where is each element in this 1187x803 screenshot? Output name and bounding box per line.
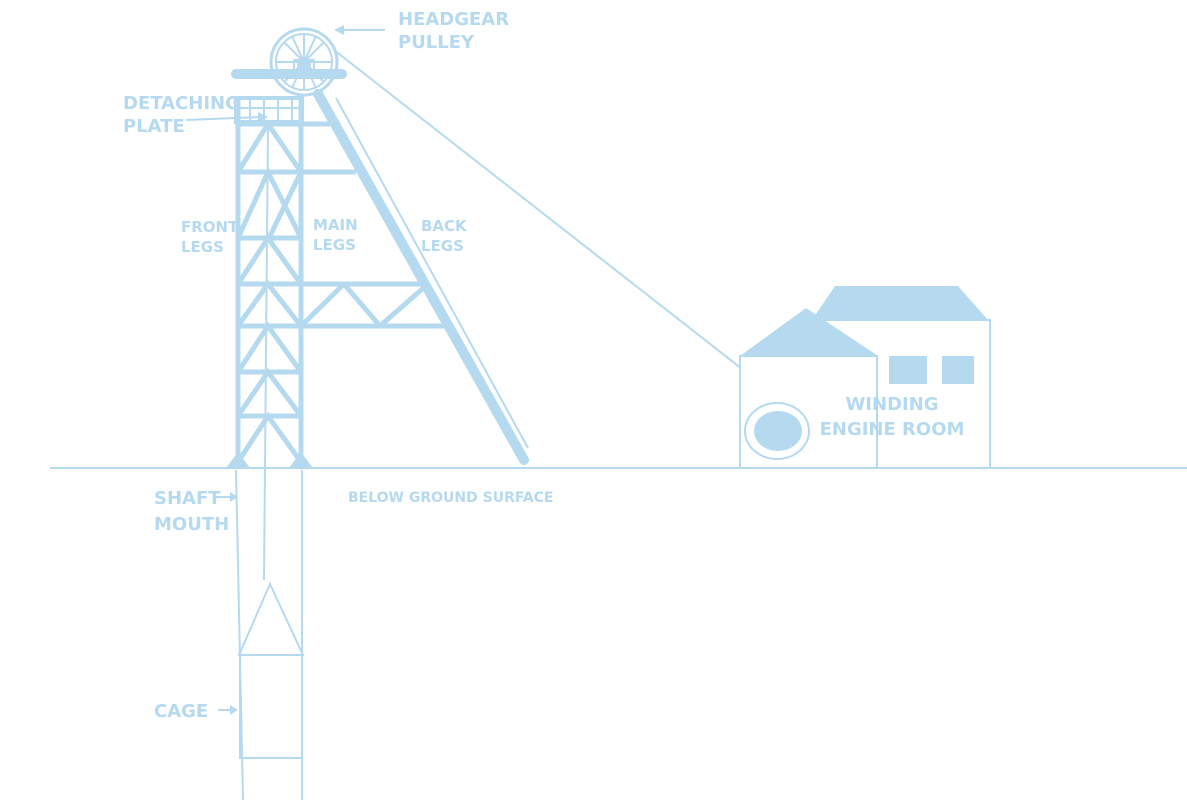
label-engine-room: ENGINE ROOM <box>820 419 965 440</box>
label-arrows <box>185 25 385 715</box>
winding-drum-outer <box>744 402 810 460</box>
winding-engine-room <box>739 286 991 469</box>
label-winding: WINDING <box>845 394 938 415</box>
label-headgear: HEADGEAR <box>398 9 509 30</box>
label-plate: PLATE <box>123 116 185 137</box>
label-detaching: DETACHING <box>123 93 240 114</box>
cage-body <box>239 654 303 759</box>
label-cage: CAGE <box>154 701 208 722</box>
label-back: BACK <box>421 217 468 235</box>
label-front-legs: LEGS <box>181 238 224 256</box>
winding-drum <box>754 411 802 451</box>
mine-shaft <box>235 125 305 801</box>
label-front: FRONT <box>181 218 239 236</box>
cage-top <box>237 581 305 656</box>
label-back-legs: LEGS <box>421 237 464 255</box>
label-mouth: MOUTH <box>154 514 229 535</box>
label-below-ground-surface: BELOW GROUND SURFACE <box>348 490 554 506</box>
cage-rope <box>263 125 269 581</box>
headframe-tower <box>226 69 529 468</box>
window-right <box>942 356 974 384</box>
shaft-wall-left <box>235 469 244 801</box>
headgear-pulley <box>269 27 339 97</box>
window-left <box>889 356 927 384</box>
hoist-rope <box>333 49 793 409</box>
label-pulley: PULLEY <box>398 32 475 53</box>
label-main: MAIN <box>313 216 358 234</box>
back-leg <box>313 89 529 465</box>
back-leg-guide <box>335 97 529 449</box>
label-main-legs: LEGS <box>313 236 356 254</box>
label-shaft: SHAFT <box>154 488 221 509</box>
